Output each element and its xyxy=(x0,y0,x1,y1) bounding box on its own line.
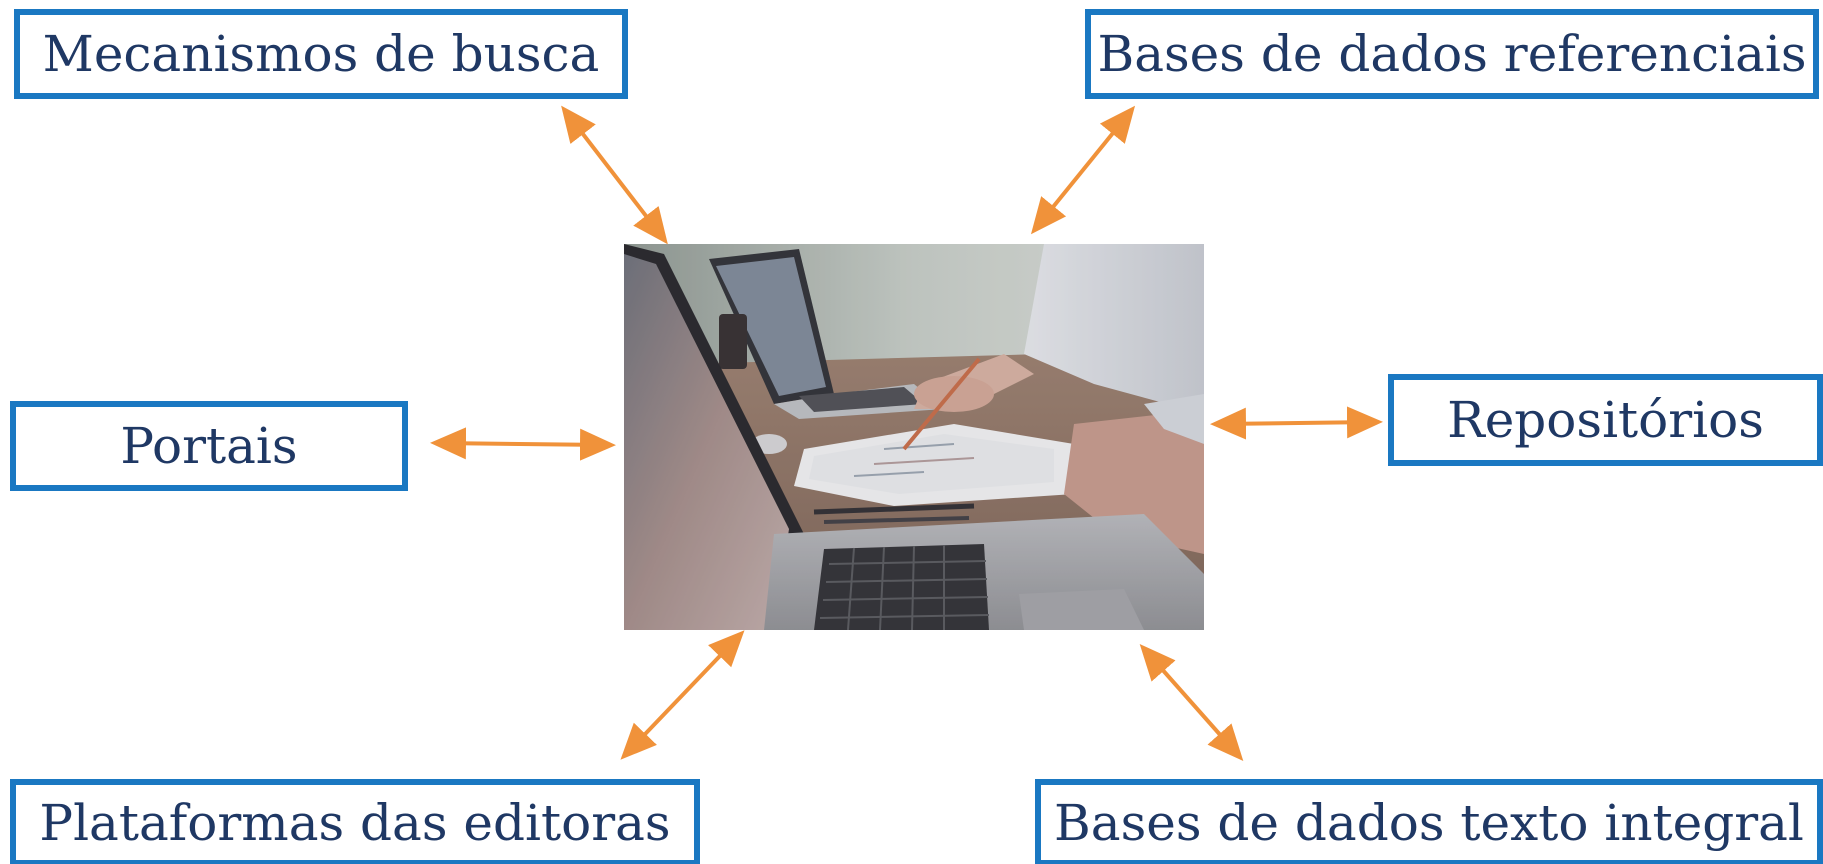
workspace-photo-icon xyxy=(624,244,1204,630)
node-mecanismos-de-busca: Mecanismos de busca xyxy=(14,9,628,99)
center-photo xyxy=(624,244,1204,630)
node-portais: Portais xyxy=(10,401,408,491)
arrow-texto-integral xyxy=(1139,644,1244,761)
node-label: Bases de dados texto integral xyxy=(1054,793,1804,852)
arrow-repositorios xyxy=(1210,406,1383,440)
node-bases-referenciais: Bases de dados referenciais xyxy=(1085,9,1819,99)
arrow-editoras xyxy=(620,630,745,760)
node-bases-texto-integral: Bases de dados texto integral xyxy=(1035,779,1823,864)
node-label: Bases de dados referenciais xyxy=(1097,25,1807,83)
node-label: Mecanismos de busca xyxy=(42,25,600,83)
node-label: Plataformas das editoras xyxy=(39,793,671,852)
arrow-referenciais xyxy=(1030,105,1136,235)
node-label: Portais xyxy=(120,417,298,475)
node-label: Repositórios xyxy=(1447,391,1764,449)
node-plataformas-editoras: Plataformas das editoras xyxy=(10,779,700,864)
arrow-portais xyxy=(430,427,616,461)
node-repositorios: Repositórios xyxy=(1388,374,1823,466)
arrow-busca xyxy=(561,105,668,245)
